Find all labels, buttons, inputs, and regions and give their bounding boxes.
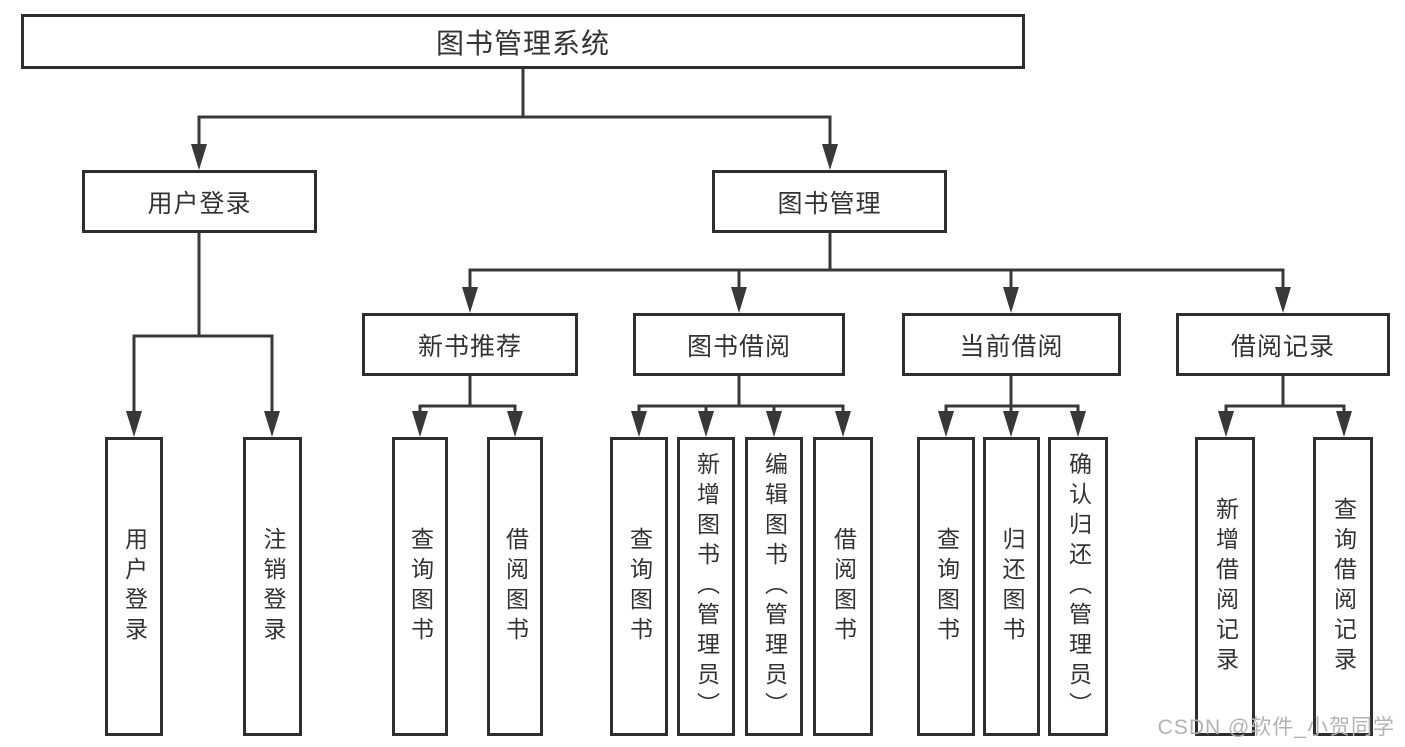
leaf-label: 归还图书 — [999, 526, 1025, 647]
leaf-label: 借阅图书 — [830, 526, 857, 647]
node-new-book-recommend: 新书推荐 — [362, 313, 578, 376]
edges-borrow-records — [1218, 376, 1352, 437]
node-label: 新书推荐 — [417, 332, 522, 361]
node-user-login: 用户登录 — [82, 170, 317, 233]
leaf-label: 注销登录 — [260, 526, 286, 647]
leaf-label: 查询借阅记录 — [1330, 496, 1357, 677]
edges-root — [191, 69, 838, 170]
leaf-label: 确认归还（管理员） — [1065, 451, 1092, 722]
csdn-watermark: CSDN @软件_小贺同学 — [1157, 716, 1395, 739]
leaf-nbr-query-books: 查询图书 — [392, 437, 448, 736]
leaf-label: 查询图书 — [407, 526, 434, 647]
leaf-bb-edit-book-admin: 编辑图书（管理员） — [745, 437, 803, 736]
node-label: 图书管理系统 — [435, 27, 610, 59]
leaf-bb-borrow-book: 借阅图书 — [813, 437, 873, 736]
node-label: 图书管理 — [777, 189, 882, 218]
leaf-logout: 注销登录 — [243, 437, 302, 736]
leaf-label: 用户登录 — [121, 526, 148, 647]
leaf-nbr-borrow-book: 借阅图书 — [487, 437, 543, 736]
edges-user-login — [126, 233, 280, 437]
node-label: 借阅记录 — [1230, 332, 1335, 361]
node-root: 图书管理系统 — [21, 14, 1025, 69]
edges-new-book-recommend — [412, 376, 523, 437]
node-borrow-records: 借阅记录 — [1176, 313, 1390, 376]
node-book-management: 图书管理 — [712, 170, 947, 233]
leaf-cb-return-book: 归还图书 — [983, 437, 1040, 736]
leaf-user-login: 用户登录 — [105, 437, 163, 736]
edges-current-borrow — [938, 376, 1086, 437]
edges-book-management — [462, 233, 1291, 313]
leaf-label: 查询图书 — [626, 526, 653, 647]
leaf-label: 新增借阅记录 — [1212, 496, 1239, 677]
node-label: 图书借阅 — [686, 332, 791, 361]
edges-book-borrow — [631, 376, 851, 437]
node-label: 用户登录 — [147, 189, 252, 218]
leaf-label: 新增图书（管理员） — [693, 451, 720, 722]
node-current-borrow: 当前借阅 — [902, 313, 1121, 376]
leaf-bb-query-books: 查询图书 — [610, 437, 668, 736]
leaf-br-add-record: 新增借阅记录 — [1195, 437, 1255, 736]
leaf-cb-confirm-return-admin: 确认归还（管理员） — [1048, 437, 1108, 736]
leaf-label: 查询图书 — [933, 526, 960, 647]
node-label: 当前借阅 — [959, 332, 1064, 361]
node-book-borrow: 图书借阅 — [633, 313, 845, 376]
leaf-label: 借阅图书 — [502, 526, 529, 647]
leaf-label: 编辑图书（管理员） — [761, 451, 788, 722]
leaf-bb-add-book-admin: 新增图书（管理员） — [677, 437, 735, 736]
leaf-br-query-record: 查询借阅记录 — [1313, 437, 1373, 736]
leaf-cb-query-books: 查询图书 — [917, 437, 975, 736]
